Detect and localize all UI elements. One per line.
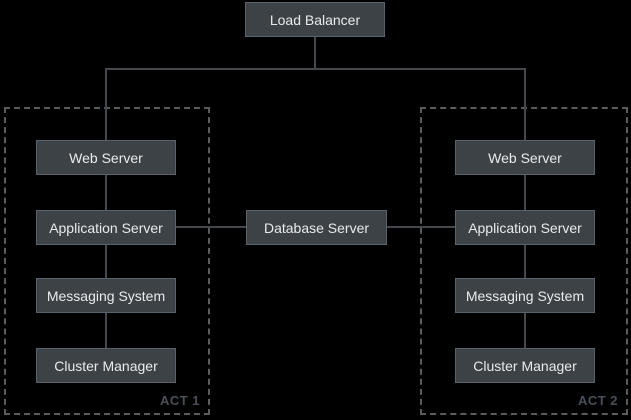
node-messaging-system-act1: Messaging System: [36, 278, 176, 313]
node-cluster-manager-act1: Cluster Manager: [36, 348, 176, 383]
node-application-server-act1-label: Application Server: [49, 219, 163, 236]
node-messaging-system-act2-label: Messaging System: [465, 287, 585, 304]
connector-app1-msg1: [105, 245, 107, 278]
connector-loadbalancer-branch: [314, 37, 316, 69]
connector-app2-msg2: [524, 245, 526, 278]
connector-branch-horizontal: [105, 68, 526, 70]
node-application-server-act2-label: Application Server: [468, 219, 582, 236]
connector-msg1-cluster1: [105, 313, 107, 348]
node-web-server-act1: Web Server: [36, 140, 176, 175]
node-cluster-manager-act1-label: Cluster Manager: [54, 357, 158, 374]
connector-database-app2: [387, 226, 455, 228]
connector-web2-app2: [524, 175, 526, 210]
connector-web1-app1: [105, 175, 107, 210]
node-web-server-act2-label: Web Server: [488, 149, 562, 166]
node-web-server-act1-label: Web Server: [69, 149, 143, 166]
node-web-server-act2: Web Server: [455, 140, 595, 175]
group-act-1: ACT 1: [4, 107, 210, 415]
connector-app1-database: [176, 226, 246, 228]
node-load-balancer: Load Balancer: [245, 2, 385, 37]
node-application-server-act1: Application Server: [36, 210, 176, 245]
node-cluster-manager-act2: Cluster Manager: [455, 348, 595, 383]
node-load-balancer-label: Load Balancer: [269, 11, 361, 28]
group-act-2-label: ACT 2: [577, 393, 618, 408]
node-database-server-label: Database Server: [263, 219, 370, 236]
node-cluster-manager-act2-label: Cluster Manager: [473, 357, 577, 374]
node-messaging-system-act2: Messaging System: [455, 278, 595, 313]
connector-msg2-cluster2: [524, 313, 526, 348]
node-application-server-act2: Application Server: [455, 210, 595, 245]
group-act-1-label: ACT 1: [159, 393, 200, 408]
node-database-server: Database Server: [246, 210, 387, 245]
connector-branch-to-web1: [105, 69, 107, 140]
connector-branch-to-web2: [524, 69, 526, 140]
node-messaging-system-act1-label: Messaging System: [46, 287, 166, 304]
